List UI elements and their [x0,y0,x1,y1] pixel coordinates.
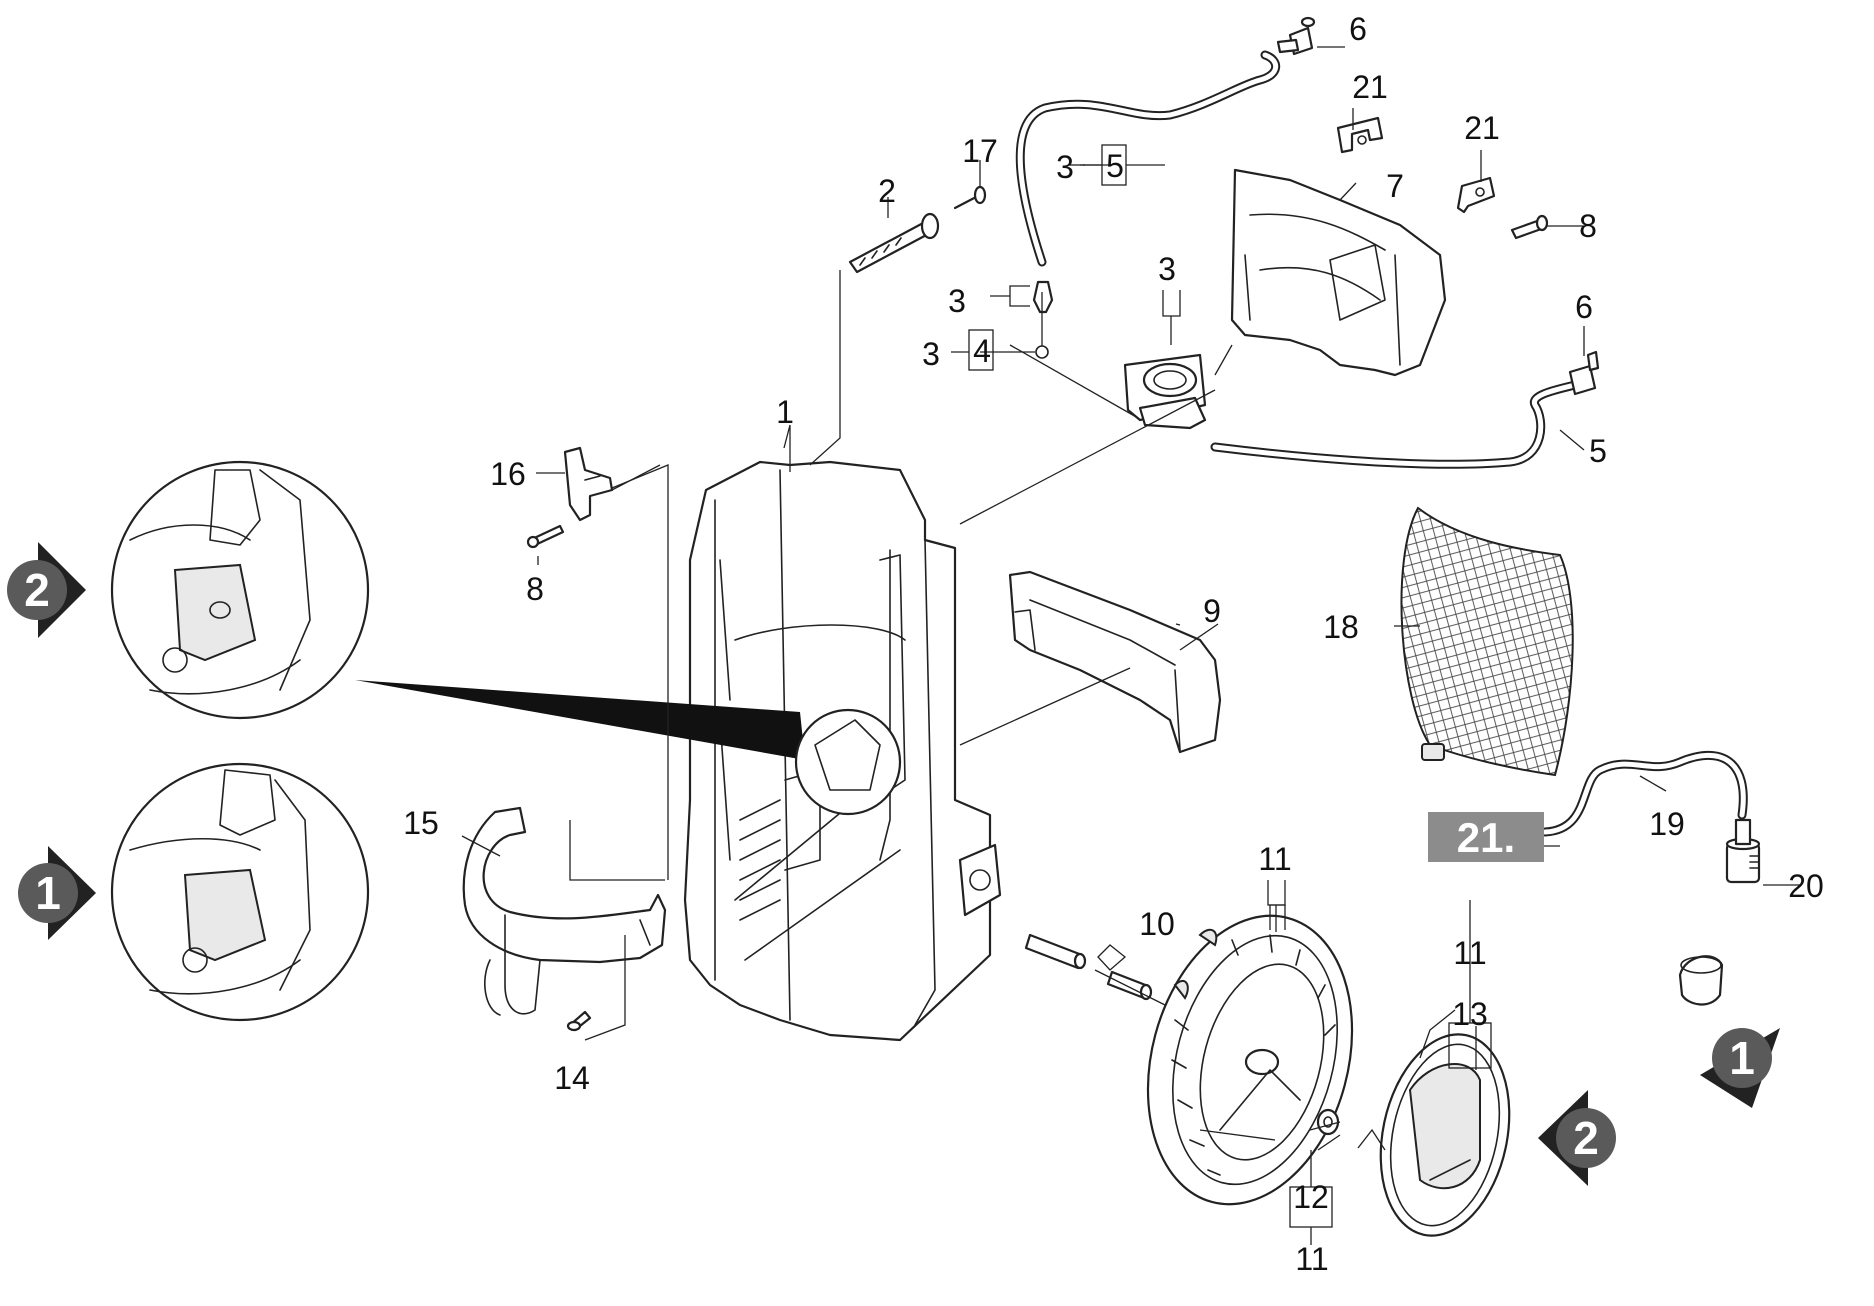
callout-11-a: 11 [1258,841,1291,877]
callout-1: 1 [776,394,794,430]
badge-2-right-text: 2 [1573,1112,1599,1164]
callout-5-a: 5 [1106,148,1124,184]
hose-part-19 [1540,750,1748,837]
leader-11-wheel [1267,880,1286,906]
detail-circle-1 [110,762,370,1022]
callout-3-a: 3 [1056,149,1074,185]
label-box-4 [968,329,994,371]
callout-13: 13 [1452,996,1488,1032]
callout-15: 15 [403,805,439,841]
callout-3-b: 3 [948,283,966,319]
inset-pointer [355,680,902,816]
callout-19: 19 [1649,806,1685,842]
pin-part-17 [953,185,987,210]
axle-part-10 [1024,933,1153,1001]
callout-6-a: 6 [1349,11,1367,47]
callout-17: 17 [962,133,998,169]
callout-21-a: 21 [1352,69,1388,105]
cover-part-7 [1230,168,1447,377]
callout-8-a: 8 [1579,208,1597,244]
badge-1-right-text: 1 [1729,1032,1755,1084]
connector-part-6-bottom [1568,350,1600,396]
badge-1-left-text: 1 [35,867,61,919]
callout-8-b: 8 [526,571,544,607]
callout-7: 7 [1386,168,1404,204]
mesh-filter-part-18 [1400,506,1574,777]
bolt-part-2 [848,212,940,274]
clip-part-21-a [1336,116,1384,154]
screw-part-8-right [1510,214,1549,240]
leader-lines [461,46,1800,1151]
screw-part-8-left [526,524,565,549]
callout-5-b: 5 [1589,433,1607,469]
reference-label: 21. [1457,814,1515,861]
callout-12: 12 [1293,1179,1329,1215]
callout-16: 16 [490,456,526,492]
callout-3-c: 3 [922,336,940,372]
badge-2-left-text: 2 [24,564,50,616]
callout-10: 10 [1139,906,1175,942]
hubcap-part-13 [1379,1033,1511,1237]
holder-part-15 [462,806,667,1016]
callout-11-b: 11 [1453,935,1486,971]
callout-4: 4 [973,333,991,369]
callout-2: 2 [878,173,896,209]
callout-14: 14 [554,1060,590,1096]
detail-circle-2 [110,460,370,720]
hose-part-5 [1210,380,1580,469]
callout-20: 20 [1788,868,1824,904]
reference-box-21: 21. [1428,812,1544,862]
wheel-part-11 [1146,914,1354,1206]
panel-part-9 [1008,570,1222,754]
badge-1-left: 1 [18,846,96,940]
clip-part-16 [563,446,614,522]
ring-part-4 [1035,345,1049,359]
connector-part-6-top [1276,16,1316,56]
callout-21-b: 21 [1464,110,1500,146]
callout-6-b: 6 [1575,289,1593,325]
filter-part-20 [1725,818,1761,884]
badge-2-left: 2 [7,542,86,638]
nozzle-part-3 [1032,280,1054,314]
hose-upper [1015,50,1281,267]
badge-1-right: 1 [1700,1028,1780,1108]
clip-part-21-b [1456,176,1496,214]
callout-18: 18 [1323,609,1359,645]
badge-2-right: 2 [1538,1090,1616,1186]
callout-9: 9 [1203,593,1221,629]
callout-11-c: 11 [1295,1241,1328,1277]
screw-part-14 [566,1010,592,1032]
washer-part-12 [1316,1108,1340,1136]
callout-labels: 1 2 17 3 5 3 3 4 3 6 21 21 7 8 6 5 16 8 … [403,11,1824,1277]
cap-part [1678,955,1724,1006]
callout-3-d: 3 [1158,251,1176,287]
